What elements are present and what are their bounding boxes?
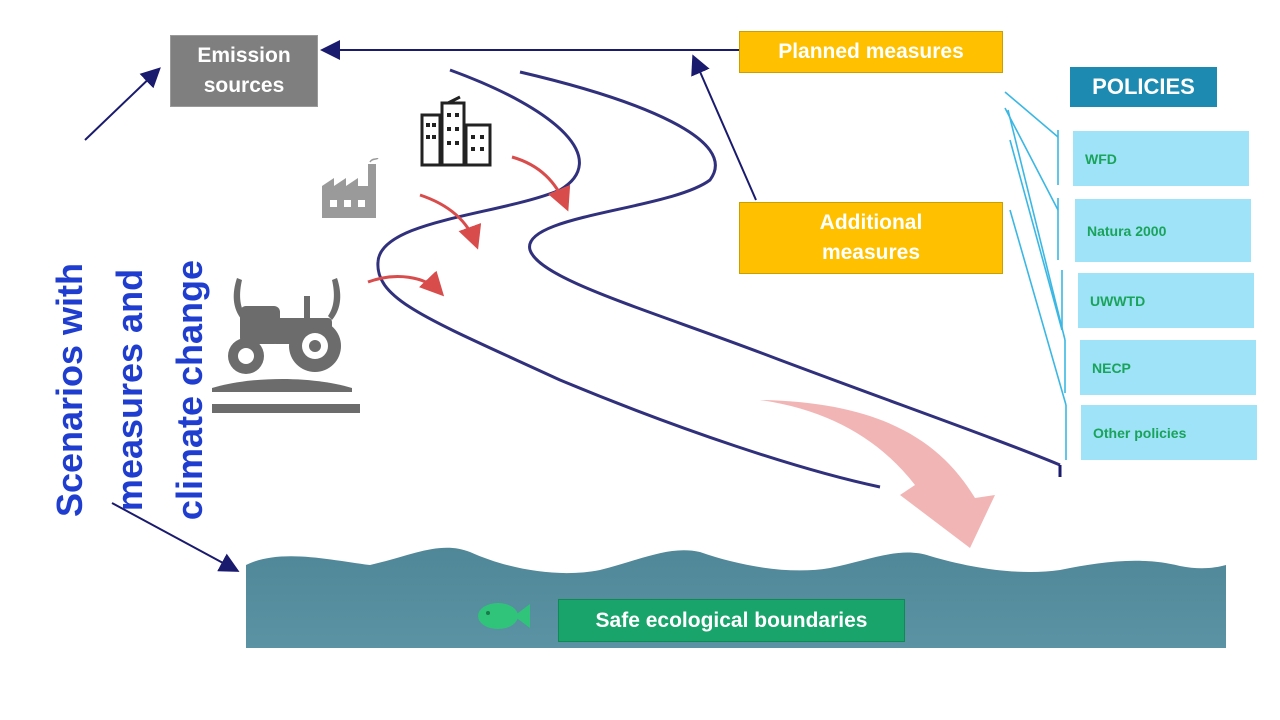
policy-wfd: WFD	[1073, 131, 1249, 186]
planned-measures-box: Planned measures	[739, 31, 1003, 73]
side-title-line-2: measures and	[109, 268, 150, 512]
policy-label: NECP	[1092, 359, 1131, 376]
side-title: Scenarios with measures and climate chan…	[40, 140, 220, 640]
flow-arrow-farm	[367, 270, 445, 297]
policy-natura-2000: Natura 2000	[1075, 199, 1251, 262]
arrow-to-emission	[84, 67, 161, 141]
river-right-bank	[519, 70, 1061, 467]
safe-boundaries-text: Safe ecological boundaries	[595, 608, 868, 632]
flow-arrow-city	[511, 155, 571, 212]
policy-label: Natura 2000	[1087, 222, 1167, 239]
arrow-to-water	[111, 502, 240, 572]
policies-title: POLICIES	[1070, 67, 1217, 107]
policy-label: Other policies	[1093, 424, 1187, 441]
emission-label-line-2: sources	[203, 74, 285, 97]
policy-connectors	[1004, 91, 1067, 460]
policy-necp: NECP	[1080, 340, 1256, 395]
side-title-line-3: climate change	[169, 259, 210, 521]
additional-label-line-1: Additional	[819, 211, 923, 234]
fish-icon	[478, 603, 530, 629]
big-flow-arrow	[760, 400, 995, 548]
policy-label: WFD	[1085, 150, 1117, 167]
tractor-icon	[212, 278, 360, 413]
city-buildings-icon	[420, 95, 492, 167]
flow-arrow-factory	[419, 193, 482, 250]
factory-icon	[322, 158, 379, 218]
planned-measures-label: Planned measures	[778, 40, 964, 63]
arrow-additional-to-planned	[691, 54, 757, 201]
emission-label-line-1: Emission	[197, 44, 291, 67]
additional-measures-box: Additional measures	[739, 202, 1003, 274]
side-title-line-1: Scenarios with	[49, 262, 90, 518]
policy-other: Other policies	[1081, 405, 1257, 460]
river-left-bank	[376, 68, 881, 489]
policies-title-label: POLICIES	[1092, 74, 1195, 99]
safe-ecological-boundaries-label: Safe ecological boundaries	[558, 599, 905, 642]
additional-label-line-2: measures	[821, 241, 921, 264]
emission-sources-box: Emission sources	[170, 35, 318, 107]
policy-uwwtd: UWWTD	[1078, 273, 1254, 328]
policy-label: UWWTD	[1090, 292, 1146, 309]
